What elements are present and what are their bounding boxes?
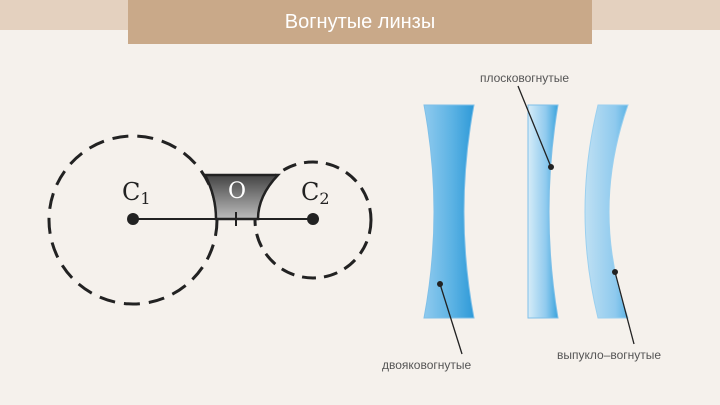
point-c2-dot	[307, 213, 319, 225]
plano-concave-lens	[527, 104, 559, 319]
leader-biconcave	[439, 283, 463, 355]
label-biconcave: двояковогнутые	[382, 358, 472, 372]
point-c1-label: C1	[122, 178, 151, 208]
point-o-label: O	[228, 179, 247, 204]
title-bar: Вогнутые линзы	[128, 0, 592, 44]
leader-plano	[517, 85, 552, 168]
label-plano-concave: плосковогнутые	[480, 71, 570, 85]
leader-convexo-dot	[612, 269, 618, 275]
leader-plano-dot	[548, 164, 554, 170]
leader-convexo	[614, 271, 635, 345]
page-title: Вогнутые линзы	[284, 10, 436, 33]
label-convexo-concave: выпукло–вогнутые	[557, 348, 662, 362]
leader-biconcave-dot	[437, 281, 443, 287]
biconcave-lens	[423, 104, 475, 319]
point-c2-label: C2	[301, 178, 330, 208]
geometry-diagram	[47, 134, 373, 306]
convexo-concave-lens	[584, 104, 629, 319]
point-c1-dot	[127, 213, 139, 225]
